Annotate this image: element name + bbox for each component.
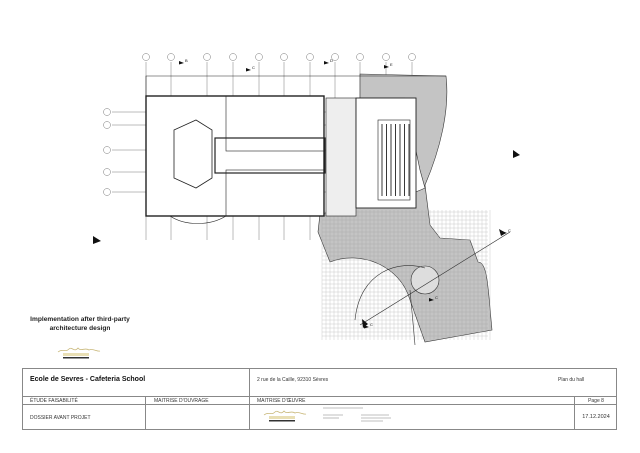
section-mark-label: C — [370, 322, 373, 327]
section-mark-label: C — [252, 65, 255, 70]
hatch-lines — [321, 210, 491, 340]
section-mark-arrow — [364, 325, 369, 329]
architect-contact-details — [323, 407, 391, 422]
grid-bubble — [255, 53, 263, 61]
section-mark-arrow — [429, 298, 434, 302]
grid-bubble — [280, 53, 288, 61]
section-mark-arrow — [179, 61, 184, 65]
caption-line: architecture design — [49, 324, 111, 332]
auditorium-seating — [381, 124, 410, 196]
main-building — [145, 75, 446, 224]
section-mark-label: E — [390, 62, 393, 67]
grid-bubble — [229, 53, 237, 61]
section-mark-label: D — [330, 58, 333, 63]
caption-line: Implementation after third-party — [30, 316, 130, 323]
header-maitrise-oeuvre: MAITRISE D'ŒUVRE — [257, 397, 306, 404]
grid-bubble — [167, 53, 175, 61]
section-mark-arrow — [324, 61, 329, 65]
phase-label: DOSSIER AVANT PROJET — [30, 415, 91, 421]
grid-bubble — [356, 53, 364, 61]
studio-logo — [57, 347, 101, 359]
grid-bubble — [142, 53, 150, 61]
grid-bubble — [103, 146, 111, 154]
section-mark-arrow — [384, 65, 389, 69]
grid-bubble — [306, 53, 314, 61]
rotunda — [354, 231, 511, 346]
header-maitrise-ouvrage: MAITRISE D'OUVRAGE — [154, 397, 209, 404]
page-number: Page 8 — [588, 397, 604, 404]
project-title: Ecole de Sevres - Cafeteria School — [30, 376, 146, 383]
section-mark-label: C — [508, 228, 511, 233]
section-mark-label: C — [435, 295, 438, 300]
architect-logo — [263, 410, 307, 422]
grid-bubble — [103, 168, 111, 176]
grid-bubble — [408, 53, 416, 61]
project-address: 2 rue de la Caille, 92310 Sèvres — [257, 377, 329, 383]
grid-bubble — [331, 53, 339, 61]
title-block: Ecole de Sevres - Cafeteria School 2 rue… — [22, 368, 617, 430]
grid-bubble — [382, 53, 390, 61]
section-mark-arrow — [246, 68, 251, 72]
floor-plan-drawing: B C D E C C C — [93, 53, 520, 346]
grid-bubble — [203, 53, 211, 61]
sheet-caption: Implementation after third-party archite… — [18, 316, 142, 333]
section-mark-arrow — [502, 231, 507, 235]
grid-bubble — [103, 121, 111, 129]
grid-bubble — [103, 108, 111, 116]
section-marks: B C D E C C C — [179, 58, 511, 329]
drawing-title: Plan du hall — [558, 377, 585, 383]
grid-bubble — [103, 188, 111, 196]
section-mark-label: B — [185, 58, 188, 63]
header-etude: ÉTUDE FAISABILITÉ — [30, 397, 78, 404]
drawing-date: 17.12.2024 — [582, 414, 610, 420]
